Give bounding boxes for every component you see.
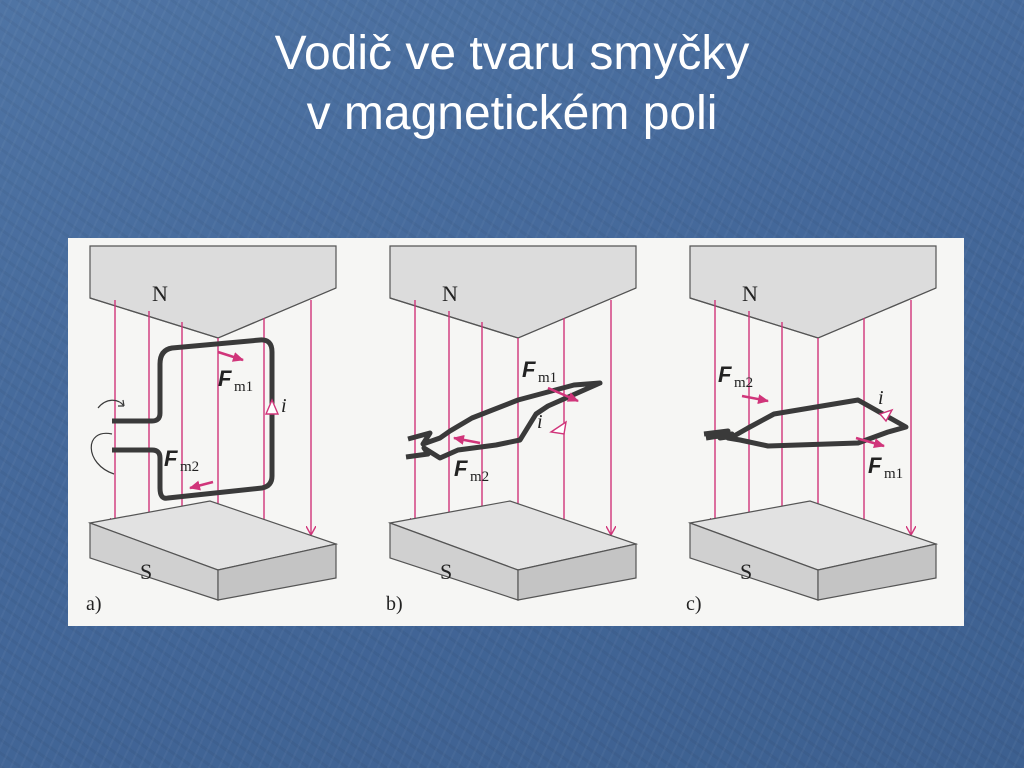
south-magnet-a: S bbox=[87, 500, 339, 601]
force-symbol-bottom-b: F bbox=[454, 456, 468, 481]
panel-label-c: c) bbox=[686, 593, 702, 615]
wire-loop-c bbox=[703, 397, 909, 449]
panel-b: N S bbox=[386, 245, 639, 615]
force-symbol-bottom-c: F bbox=[868, 453, 882, 478]
force-subscript-top-a: m1 bbox=[234, 379, 253, 395]
south-magnet-c: S bbox=[687, 500, 939, 601]
slide-title: Vodič ve tvaru smyčky v magnetickém poli bbox=[0, 24, 1024, 144]
force-symbol-top-a: F bbox=[218, 366, 232, 391]
force-symbol-top-b: F bbox=[522, 357, 536, 382]
force-subscript-bottom-c: m1 bbox=[884, 466, 903, 482]
force-arrows-c bbox=[741, 394, 885, 449]
title-line-2: v magnetickém poli bbox=[306, 87, 718, 140]
north-pole-label: N bbox=[742, 281, 758, 306]
south-pole-label: S bbox=[740, 559, 752, 584]
north-magnet-c: N bbox=[689, 245, 937, 339]
current-label-a: i bbox=[281, 395, 287, 417]
rotation-arrow bbox=[90, 432, 115, 475]
panel-label-b: b) bbox=[386, 593, 403, 615]
panel-a: N S bbox=[86, 245, 339, 615]
current-arrow-c bbox=[878, 408, 894, 423]
force-arrows-a bbox=[189, 350, 244, 491]
current-arrow-a bbox=[264, 398, 280, 415]
current-arrow-b bbox=[549, 420, 567, 435]
force-subscript-bottom-b: m2 bbox=[470, 469, 489, 485]
force-subscript-bottom-a: m2 bbox=[180, 459, 199, 475]
figure-svg: N S bbox=[86, 245, 939, 615]
panel-label-a: a) bbox=[86, 593, 102, 615]
north-pole-label: N bbox=[442, 281, 458, 306]
title-line-1: Vodič ve tvaru smyčky bbox=[274, 27, 750, 80]
current-label-c: i bbox=[878, 387, 884, 409]
wire-loop-b bbox=[405, 380, 603, 461]
panel-c: N S bbox=[686, 245, 939, 615]
south-pole-label: S bbox=[140, 559, 152, 584]
force-arrows-b bbox=[453, 386, 579, 445]
force-symbol-top-c: F bbox=[718, 362, 732, 387]
figure-panel: N S bbox=[68, 238, 964, 626]
south-pole-label: S bbox=[440, 559, 452, 584]
south-magnet-b: S bbox=[387, 500, 639, 601]
force-symbol-bottom-a: F bbox=[164, 446, 178, 471]
force-subscript-top-b: m1 bbox=[538, 370, 557, 386]
north-magnet-b: N bbox=[389, 245, 637, 339]
north-magnet-a: N bbox=[89, 245, 337, 339]
force-subscript-top-c: m2 bbox=[734, 375, 753, 391]
current-label-b: i bbox=[537, 411, 543, 433]
north-pole-label: N bbox=[152, 281, 168, 306]
